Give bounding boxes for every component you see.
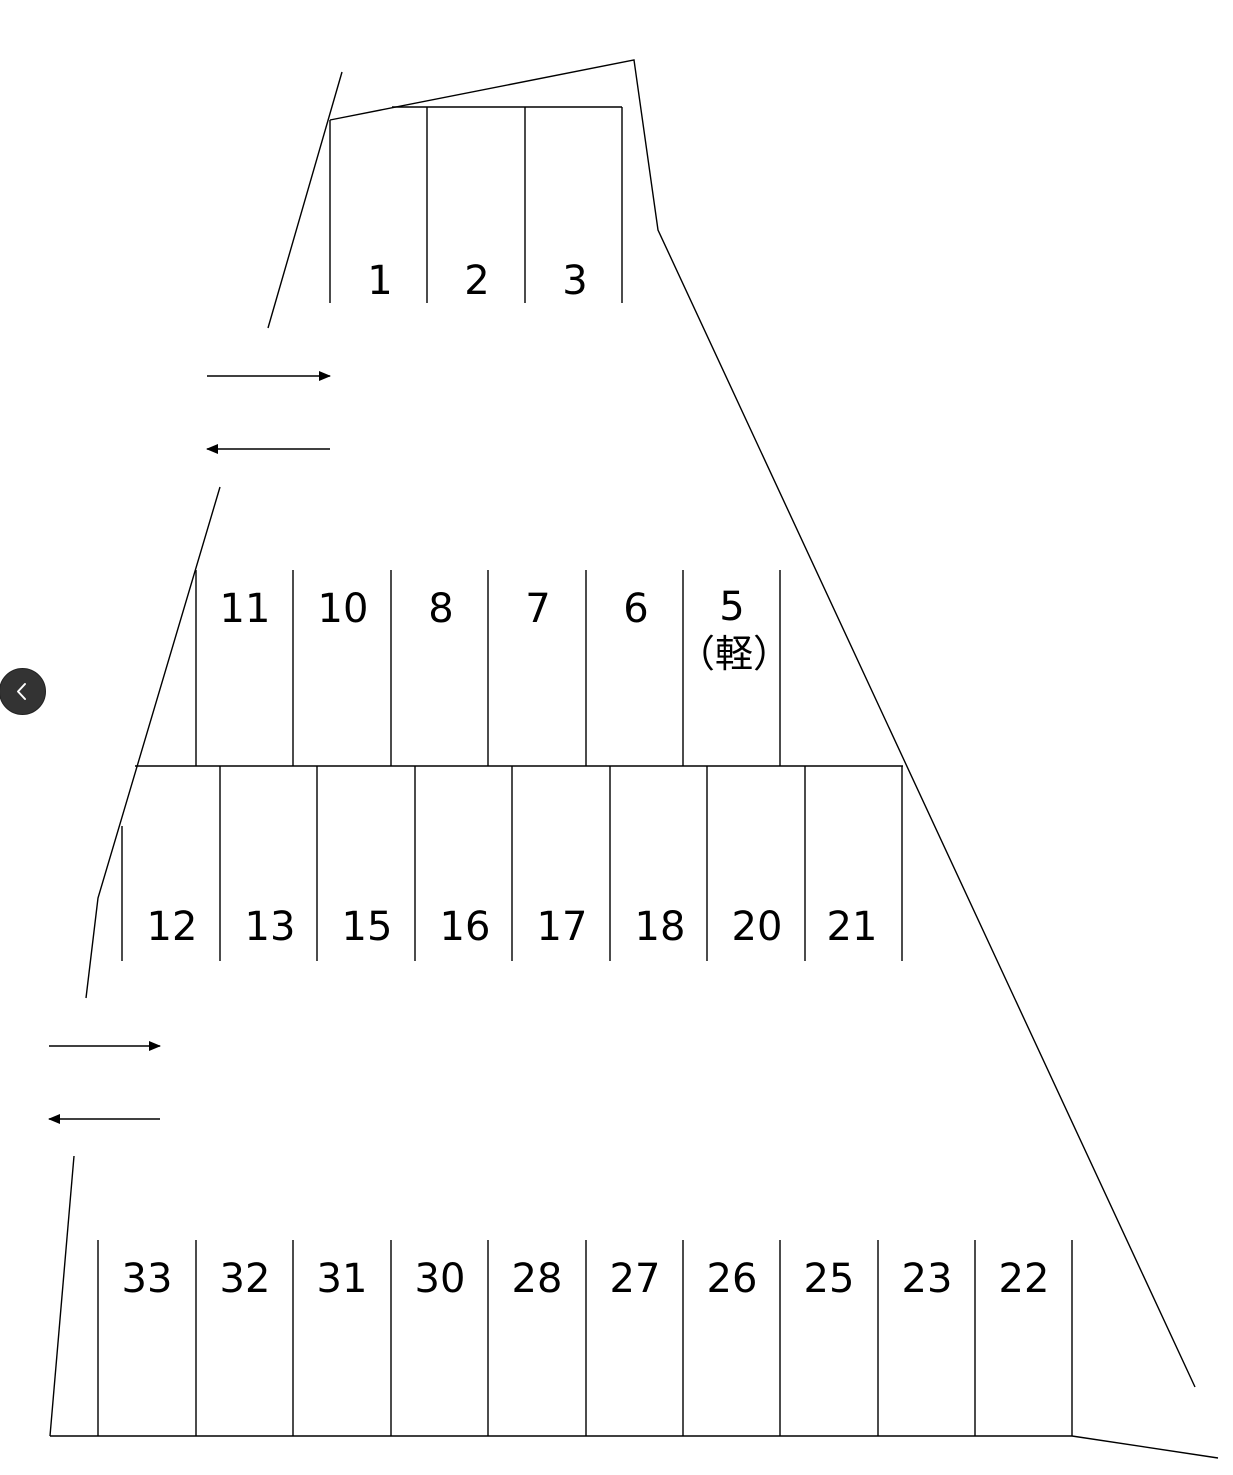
stall-number: 13 bbox=[245, 904, 296, 950]
stall-number: 5 bbox=[719, 584, 744, 630]
row-second-labels: 11 10 8 7 6 5 （軽） bbox=[220, 584, 791, 676]
stall-number: 32 bbox=[220, 1256, 271, 1302]
stall-number: 28 bbox=[512, 1256, 563, 1302]
stall-number: 8 bbox=[428, 586, 453, 632]
back-button[interactable] bbox=[0, 668, 46, 715]
stall-number: 16 bbox=[440, 904, 491, 950]
stall-number: 30 bbox=[415, 1256, 466, 1302]
stall-number: 12 bbox=[147, 904, 198, 950]
stall-number: 3 bbox=[562, 258, 587, 304]
row-top-stalls bbox=[329, 106, 623, 303]
stall-number: 18 bbox=[635, 904, 686, 950]
row-third-stalls bbox=[121, 766, 903, 961]
stall-number: 17 bbox=[537, 904, 588, 950]
chevron-left-icon bbox=[17, 683, 26, 700]
stall-number: 10 bbox=[318, 586, 369, 632]
stall-number: 22 bbox=[999, 1256, 1050, 1302]
stall-number: 15 bbox=[342, 904, 393, 950]
kei-car-note: （軽） bbox=[677, 632, 791, 676]
row-third-labels: 12 13 15 16 17 18 20 21 bbox=[147, 904, 878, 950]
stall-number: 20 bbox=[732, 904, 783, 950]
stall-number: 31 bbox=[317, 1256, 368, 1302]
row-top-labels: 1 2 3 bbox=[367, 258, 587, 304]
row-bottom-stalls bbox=[97, 1240, 1073, 1436]
stall-number: 33 bbox=[122, 1256, 173, 1302]
stall-number: 25 bbox=[804, 1256, 855, 1302]
lot-boundary bbox=[49, 59, 1219, 1459]
stall-number: 6 bbox=[623, 586, 648, 632]
stall-number: 2 bbox=[464, 258, 489, 304]
lower-entrance-arrows bbox=[48, 1041, 161, 1124]
row-bottom-labels: 33 32 31 30 28 27 26 25 23 22 bbox=[122, 1256, 1050, 1302]
stall-number: 7 bbox=[525, 586, 550, 632]
stall-number: 11 bbox=[220, 586, 271, 632]
stall-number: 27 bbox=[610, 1256, 661, 1302]
stall-number: 23 bbox=[902, 1256, 953, 1302]
stall-number: 21 bbox=[827, 904, 878, 950]
upper-entrance-arrows bbox=[206, 371, 331, 454]
row-second-stalls bbox=[135, 570, 903, 767]
stall-number: 26 bbox=[707, 1256, 758, 1302]
stall-number: 1 bbox=[367, 258, 392, 304]
